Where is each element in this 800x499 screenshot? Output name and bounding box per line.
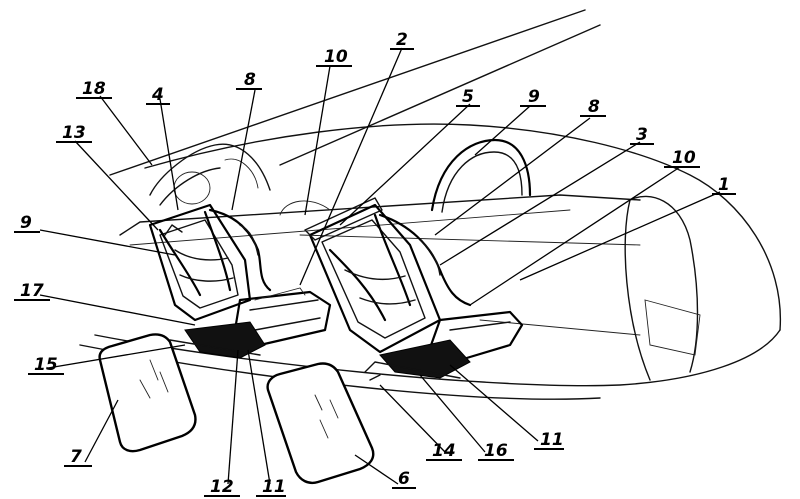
svg-text:3: 3 xyxy=(636,125,648,145)
svg-text:1: 1 xyxy=(718,175,730,195)
callout-5: 5 xyxy=(456,87,480,107)
callout-7: 7 xyxy=(64,447,92,467)
svg-text:17: 17 xyxy=(20,281,44,301)
callout-9-right: 9 xyxy=(520,87,546,107)
callout-1: 1 xyxy=(712,175,736,195)
front-seat xyxy=(304,197,524,381)
roll-bar xyxy=(430,138,532,213)
svg-text:9: 9 xyxy=(20,213,32,233)
svg-text:8: 8 xyxy=(244,70,256,90)
callout-17: 17 xyxy=(14,281,50,301)
svg-text:10: 10 xyxy=(324,47,348,67)
leader-lines xyxy=(39,47,721,485)
svg-text:9: 9 xyxy=(528,87,540,107)
callout-18: 18 xyxy=(76,79,112,99)
callout-11-left: 11 xyxy=(256,477,286,497)
fuselage-outline xyxy=(79,9,782,400)
svg-text:13: 13 xyxy=(62,123,86,143)
svg-text:18: 18 xyxy=(82,79,106,99)
callout-16: 16 xyxy=(478,441,514,461)
callout-10-right: 10 xyxy=(664,148,700,168)
svg-text:14: 14 xyxy=(432,441,456,461)
cushion-6 xyxy=(266,362,375,485)
svg-text:7: 7 xyxy=(70,447,82,467)
callout-8-left: 8 xyxy=(236,70,262,90)
callout-2: 2 xyxy=(390,30,414,50)
cushion-7 xyxy=(98,333,197,453)
callout-13: 13 xyxy=(56,123,92,143)
svg-text:4: 4 xyxy=(151,85,164,105)
callout-11-right: 11 xyxy=(534,430,564,450)
svg-text:15: 15 xyxy=(34,355,58,375)
callout-4: 4 xyxy=(146,85,170,105)
svg-text:11: 11 xyxy=(540,430,564,450)
callout-15: 15 xyxy=(28,355,64,375)
svg-text:10: 10 xyxy=(672,148,696,168)
callout-3: 3 xyxy=(630,125,654,145)
svg-text:8: 8 xyxy=(588,97,600,117)
svg-text:6: 6 xyxy=(398,469,410,489)
callout-8-right: 8 xyxy=(580,97,606,117)
svg-text:12: 12 xyxy=(210,477,234,497)
rear-seat xyxy=(148,203,332,359)
callout-12: 12 xyxy=(204,477,240,497)
svg-text:11: 11 xyxy=(262,477,286,497)
svg-text:5: 5 xyxy=(462,87,474,107)
callout-6: 6 xyxy=(392,469,416,489)
callout-14: 14 xyxy=(426,441,462,461)
svg-text:2: 2 xyxy=(396,30,408,50)
callout-9-left: 9 xyxy=(14,213,40,233)
callout-10-left: 10 xyxy=(316,47,352,67)
svg-text:16: 16 xyxy=(484,441,508,461)
